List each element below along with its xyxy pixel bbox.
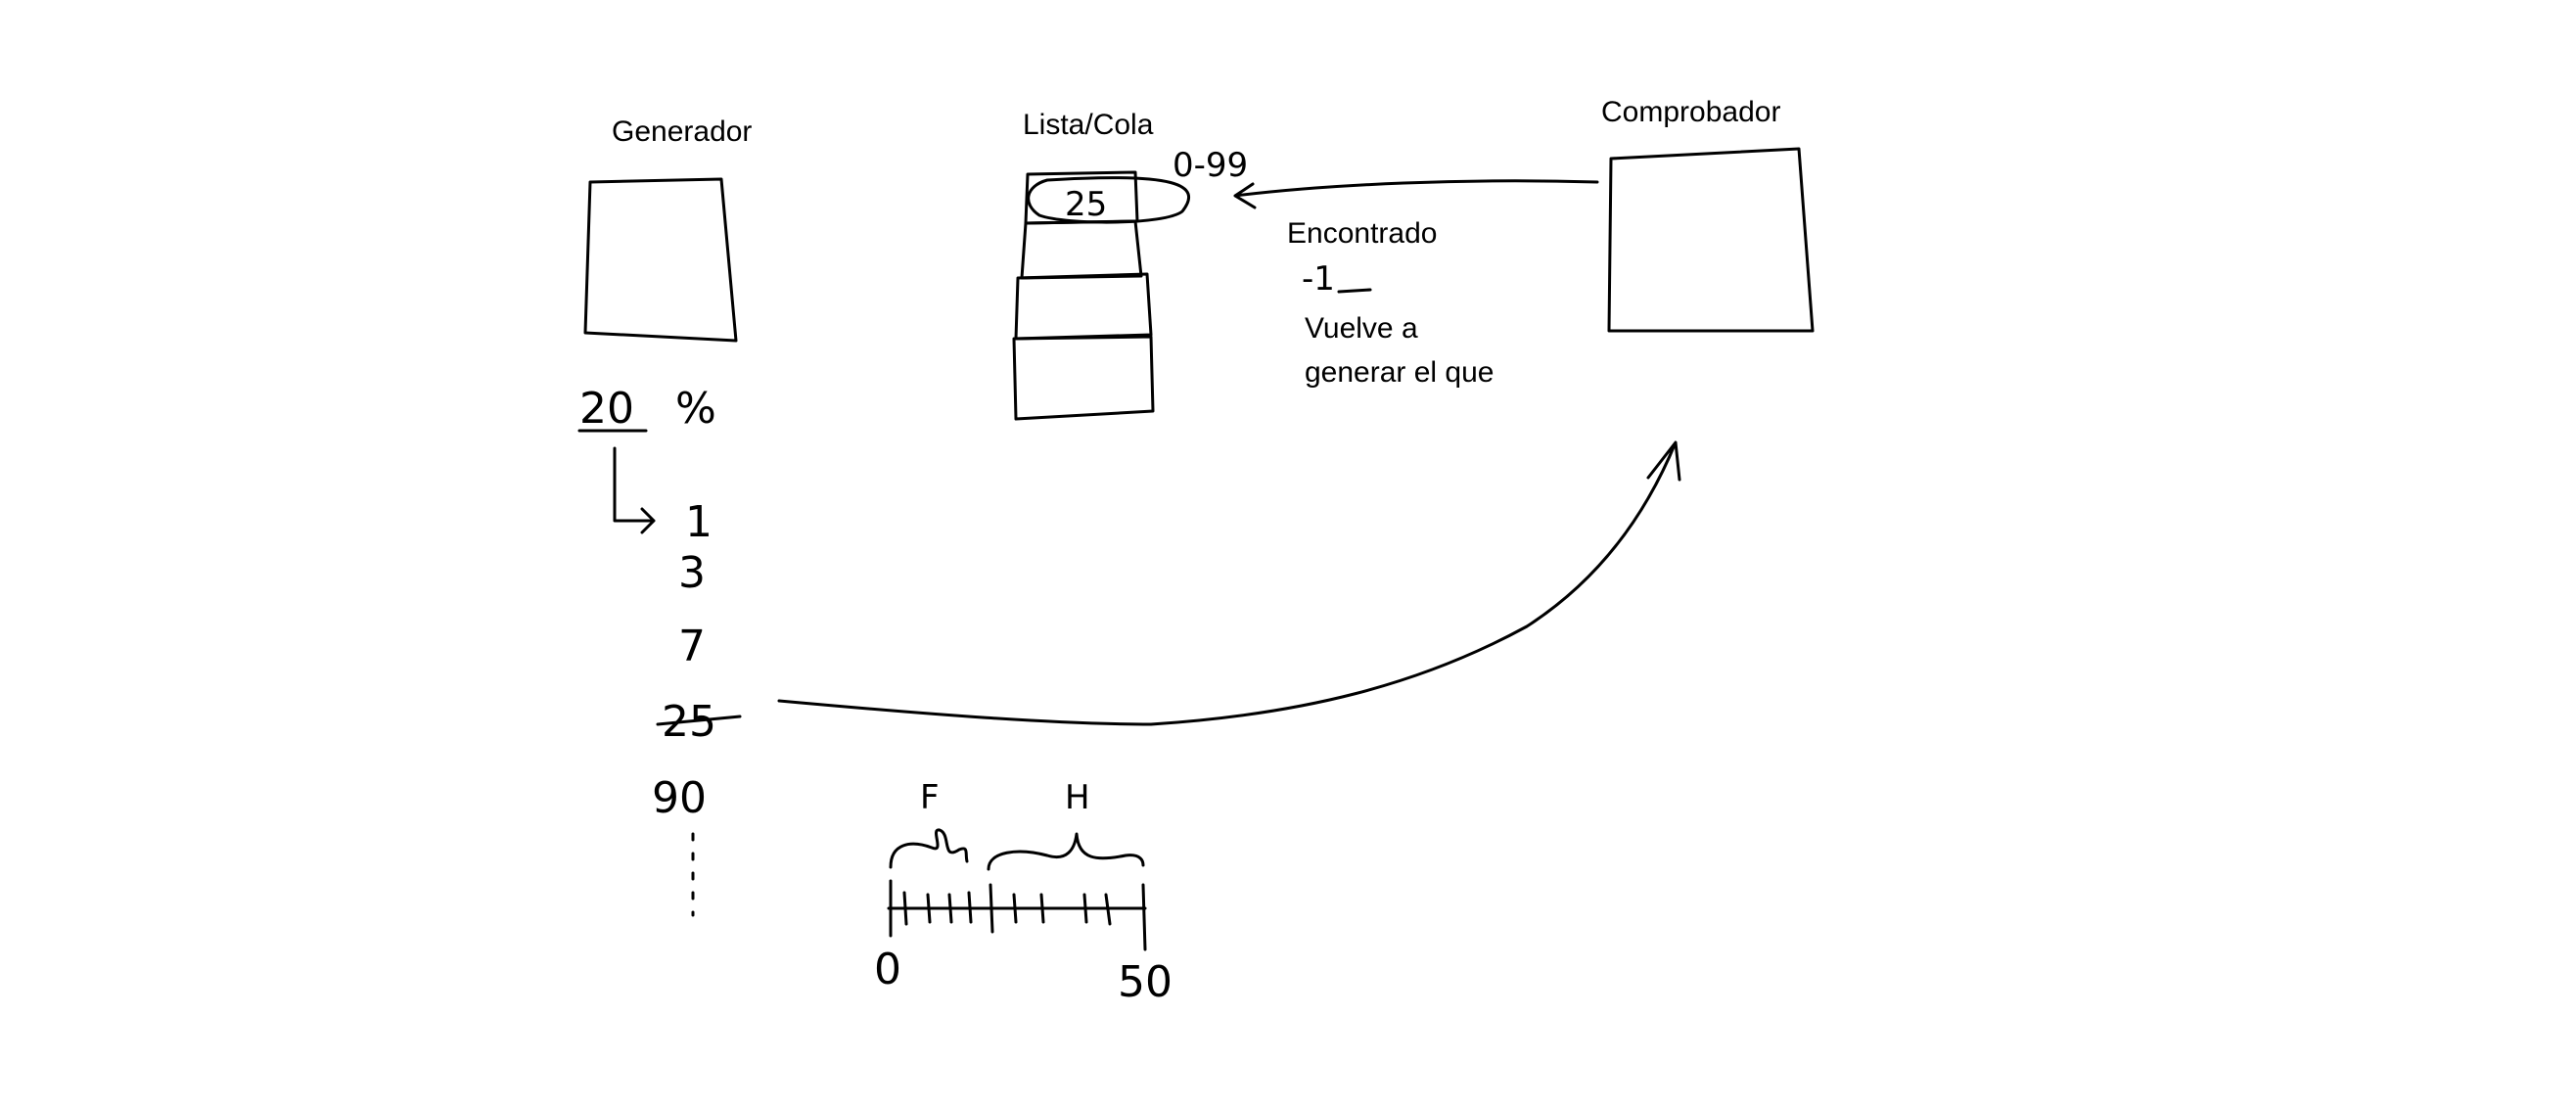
scale-left-letter: F [920, 778, 940, 817]
elbow-arrow [613, 446, 656, 534]
checker-box [1607, 147, 1815, 333]
range-label: 0-99 [1173, 146, 1248, 185]
left-brace [889, 828, 969, 869]
number-to-checker-arrow [777, 440, 1681, 726]
generator-label: Generador [612, 115, 752, 148]
queue-slot [1014, 272, 1153, 341]
checker-to-queue-arrow [1233, 179, 1599, 209]
queue-item-oval [1027, 176, 1191, 224]
scale-end-label: 50 [1118, 957, 1173, 1007]
found-label: Encontrado [1287, 217, 1437, 250]
queue-slot [1012, 335, 1155, 421]
minus-one: -1 [1302, 259, 1335, 299]
queue-label: Lista/Cola [1023, 109, 1154, 141]
retry-text-line2: generar el que [1305, 356, 1494, 389]
number-line-ticks [889, 879, 1147, 951]
percent-value: 20 [579, 384, 634, 434]
minus-one-underline [1337, 288, 1372, 294]
generator-box [583, 177, 738, 343]
generated-number: 90 [652, 773, 707, 823]
retry-text-line1: Vuelve a [1305, 312, 1418, 345]
percent-sign: % [675, 384, 716, 434]
right-brace [987, 832, 1145, 871]
scale-start-label: 0 [874, 945, 901, 994]
generated-number: 7 [678, 622, 706, 671]
generated-number: 3 [678, 548, 706, 598]
checker-label: Comprobador [1601, 96, 1780, 128]
queue-slot [1020, 219, 1143, 280]
generated-number: 1 [685, 497, 713, 547]
queue-item-value: 25 [1065, 185, 1107, 224]
scale-right-letter: H [1065, 778, 1090, 817]
strike-through [656, 715, 742, 726]
